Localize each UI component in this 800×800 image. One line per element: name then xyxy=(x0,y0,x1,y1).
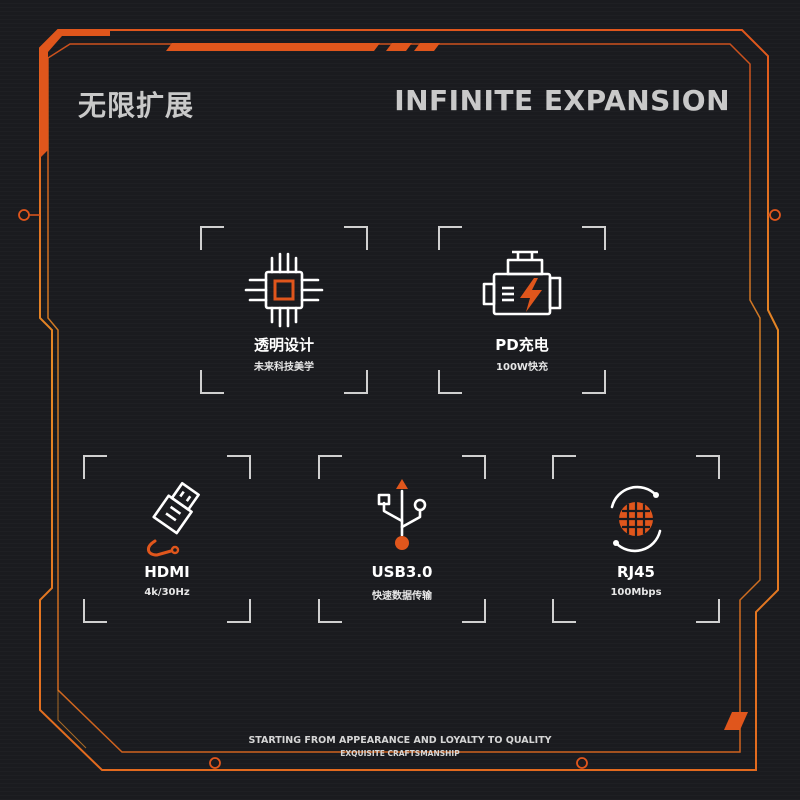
corner-accent-bottom-right xyxy=(724,712,748,730)
feature-label: PD充电 xyxy=(495,336,549,354)
feature-subtitle: 快速数据传输 xyxy=(372,591,432,602)
feature-card-hdmi: HDMI 4k/30Hz xyxy=(83,455,251,623)
usb-icon xyxy=(377,479,427,550)
node-dot-bottom-left xyxy=(209,757,221,769)
corner-accent-top-left xyxy=(40,30,110,158)
ethernet-globe-icon xyxy=(610,485,662,553)
top-stripes xyxy=(166,43,440,51)
outer-frame-line xyxy=(39,29,779,771)
footer-slogan: STARTING FROM APPEARANCE AND LOYALTY TO … xyxy=(248,735,552,746)
feature-subtitle: 4k/30Hz xyxy=(144,587,190,598)
bracket-corner xyxy=(227,455,251,479)
bracket-corner xyxy=(200,370,224,394)
feature-label: 透明设计 xyxy=(253,336,314,354)
page-title-chinese: 无限扩展 xyxy=(78,89,195,122)
bracket-corner xyxy=(344,226,368,250)
bracket-corner xyxy=(438,370,462,394)
feature-subtitle: 100W快充 xyxy=(496,362,548,373)
bracket-corner xyxy=(83,599,107,623)
inner-frame-line xyxy=(47,43,761,753)
bracket-corner xyxy=(552,599,576,623)
bracket-corner xyxy=(552,455,576,479)
bracket-corner xyxy=(438,226,462,250)
bracket-corner xyxy=(200,226,224,250)
feature-card-usb: USB3.0 快速数据传输 xyxy=(318,455,486,623)
bracket-corner xyxy=(83,455,107,479)
feature-card-transparent-design: 透明设计 未来科技美学 xyxy=(200,226,368,394)
footer-tagline: EXQUISITE CRAFTSMANSHIP xyxy=(340,749,460,758)
bracket-corner xyxy=(462,455,486,479)
node-dot-right xyxy=(769,209,781,221)
bracket-corner xyxy=(227,599,251,623)
bracket-corner xyxy=(582,226,606,250)
bracket-corner xyxy=(696,599,720,623)
bracket-corner xyxy=(462,599,486,623)
hdmi-plug-icon xyxy=(147,481,200,557)
charging-engine-icon xyxy=(482,250,562,316)
bracket-corner xyxy=(344,370,368,394)
node-dot-left xyxy=(18,209,30,221)
feature-card-rj45: RJ45 100Mbps xyxy=(552,455,720,623)
bracket-corner xyxy=(318,599,342,623)
feature-subtitle: 未来科技美学 xyxy=(254,362,314,373)
node-dot-bottom-right xyxy=(576,757,588,769)
feature-subtitle: 100Mbps xyxy=(610,587,662,598)
feature-label: USB3.0 xyxy=(371,563,433,581)
feature-label: HDMI xyxy=(144,563,190,581)
chip-icon xyxy=(244,252,324,328)
feature-label: RJ45 xyxy=(616,563,655,581)
feature-card-pd-charging: PD充电 100W快充 xyxy=(438,226,606,394)
bracket-corner xyxy=(696,455,720,479)
bracket-corner xyxy=(318,455,342,479)
page-title-english: INFINITE EXPANSION xyxy=(394,84,730,117)
bracket-corner xyxy=(582,370,606,394)
